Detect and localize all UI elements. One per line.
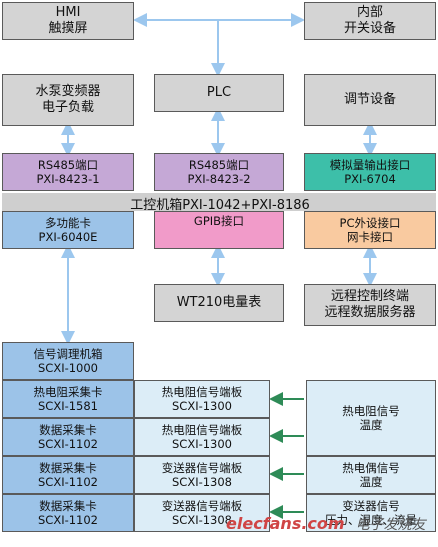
internal-switch-line-1: 内部 bbox=[356, 4, 383, 20]
rs485-1-line-2: PXI-8423-1 bbox=[36, 172, 100, 186]
transmitter-terminal-1-line-1: 变送器信号端板 bbox=[161, 460, 243, 475]
regulator-label: 调节设备 bbox=[343, 91, 396, 107]
thermocouple-signal-box: 热电偶信号 温度 bbox=[306, 456, 436, 494]
gpib-interface-box: GPIB接口 bbox=[154, 211, 284, 249]
rtd-terminal-2-line-1: 热电阻信号端板 bbox=[161, 422, 243, 437]
transmitter-terminal-1-line-2: SCXI-1308 bbox=[171, 475, 232, 489]
daq-card-3-line-1: 数据采集卡 bbox=[39, 498, 97, 513]
daq-card-3-line-2: SCXI-1102 bbox=[37, 513, 98, 527]
hmi-line-1: HMI bbox=[55, 4, 81, 20]
watermark: elecfans.com 电子发烧友 bbox=[226, 514, 426, 534]
internal-switch-box: 内部 开关设备 bbox=[304, 2, 436, 40]
thermocouple-line-2: 温度 bbox=[359, 475, 383, 489]
plc-label: PLC bbox=[206, 84, 232, 100]
rtd-terminal-1-box: 热电阻信号端板 SCXI-1300 bbox=[134, 380, 270, 418]
rs485-2-line-2: PXI-8423-2 bbox=[187, 172, 251, 186]
internal-switch-line-2: 开关设备 bbox=[343, 21, 396, 36]
gpib-label: GPIB接口 bbox=[193, 214, 245, 228]
wt210-label: WT210电量表 bbox=[176, 294, 262, 310]
pc-peripheral-box: PC外设接口 网卡接口 bbox=[304, 211, 436, 249]
rs485-2-line-1: RS485端口 bbox=[188, 157, 250, 172]
remote-terminal-box: 远程控制终端 远程数据服务器 bbox=[304, 284, 436, 326]
analog-output-line-1: 模拟量输出接口 bbox=[329, 157, 411, 172]
rs485-port-1-box: RS485端口 PXI-8423-1 bbox=[2, 153, 134, 191]
analog-output-box: 模拟量输出接口 PXI-6704 bbox=[304, 153, 436, 191]
pc-peripheral-line-1: PC外设接口 bbox=[339, 215, 401, 230]
chassis-band bbox=[2, 193, 436, 211]
rs485-port-2-box: RS485端口 PXI-8423-2 bbox=[154, 153, 284, 191]
rtd-signal-line-1: 热电阻信号 bbox=[342, 403, 400, 418]
analog-output-line-2: PXI-6704 bbox=[344, 172, 396, 186]
rtd-signal-box: 热电阻信号 温度 bbox=[306, 380, 436, 456]
wt210-meter-box: WT210电量表 bbox=[154, 284, 284, 322]
transmitter-terminal-1-box: 变送器信号端板 SCXI-1308 bbox=[134, 456, 270, 494]
transmitter-signal-line-1: 变送器信号 bbox=[342, 498, 400, 513]
rtd-terminal-1-line-1: 热电阻信号端板 bbox=[161, 384, 243, 399]
hmi-line-2: 触摸屏 bbox=[48, 21, 88, 36]
rtd-card-line-1: 热电阻采集卡 bbox=[33, 384, 103, 399]
pump-vfd-line-1: 水泵变频器 bbox=[35, 83, 101, 99]
transmitter-terminal-2-line-2: SCXI-1308 bbox=[171, 513, 232, 527]
signal-chassis-box: 信号调理机箱 SCXI-1000 bbox=[2, 342, 134, 380]
transmitter-terminal-2-line-1: 变送器信号端板 bbox=[161, 498, 243, 513]
watermark-sub: 电子发烧友 bbox=[355, 517, 426, 533]
hmi-box: HMI 触摸屏 bbox=[2, 2, 134, 40]
daq-card-2-line-2: SCXI-1102 bbox=[37, 475, 98, 489]
rtd-card-line-2: SCXI-1581 bbox=[37, 399, 98, 413]
plc-box: PLC bbox=[154, 74, 284, 112]
thermocouple-line-1: 热电偶信号 bbox=[342, 460, 400, 475]
transmitter-signal-box: 变送器信号 压力、湿度、流量 bbox=[306, 494, 436, 532]
daq-card-2-line-1: 数据采集卡 bbox=[39, 460, 97, 475]
rtd-card-box: 热电阻采集卡 SCXI-1581 bbox=[2, 380, 134, 418]
pump-vfd-box: 水泵变频器 电子负载 bbox=[2, 74, 134, 126]
multifunction-line-1: 多功能卡 bbox=[45, 215, 91, 230]
signal-chassis-line-2: SCXI-1000 bbox=[37, 361, 98, 375]
rs485-1-line-1: RS485端口 bbox=[37, 157, 99, 172]
daq-card-2-box: 数据采集卡 SCXI-1102 bbox=[2, 456, 134, 494]
pump-vfd-line-2: 电子负载 bbox=[41, 100, 94, 115]
watermark-logo: elecfans.com bbox=[226, 514, 345, 533]
remote-terminal-line-1: 远程控制终端 bbox=[330, 288, 409, 304]
rtd-signal-line-2: 温度 bbox=[359, 418, 383, 432]
daq-card-3-box: 数据采集卡 SCXI-1102 bbox=[2, 494, 134, 532]
remote-terminal-line-2: 远程数据服务器 bbox=[324, 305, 416, 320]
rtd-terminal-2-box: 热电阻信号端板 SCXI-1300 bbox=[134, 418, 270, 456]
transmitter-terminal-2-box: 变送器信号端板 SCXI-1308 bbox=[134, 494, 270, 532]
daq-card-1-line-2: SCXI-1102 bbox=[37, 437, 98, 451]
daq-card-1-box: 数据采集卡 SCXI-1102 bbox=[2, 418, 134, 456]
multifunction-line-2: PXI-6040E bbox=[38, 230, 98, 244]
regulator-box: 调节设备 bbox=[304, 74, 436, 126]
daq-card-1-line-1: 数据采集卡 bbox=[39, 422, 97, 437]
rtd-terminal-1-line-2: SCXI-1300 bbox=[171, 399, 232, 413]
multifunction-card-box: 多功能卡 PXI-6040E bbox=[2, 211, 134, 249]
pc-peripheral-line-2: 网卡接口 bbox=[347, 230, 393, 244]
chassis-label: 工控机箱PXI-1042+PXI-8186 bbox=[130, 198, 310, 213]
transmitter-signal-line-2: 压力、湿度、流量 bbox=[325, 513, 417, 527]
signal-chassis-line-1: 信号调理机箱 bbox=[33, 346, 103, 361]
rtd-terminal-2-line-2: SCXI-1300 bbox=[171, 437, 232, 451]
